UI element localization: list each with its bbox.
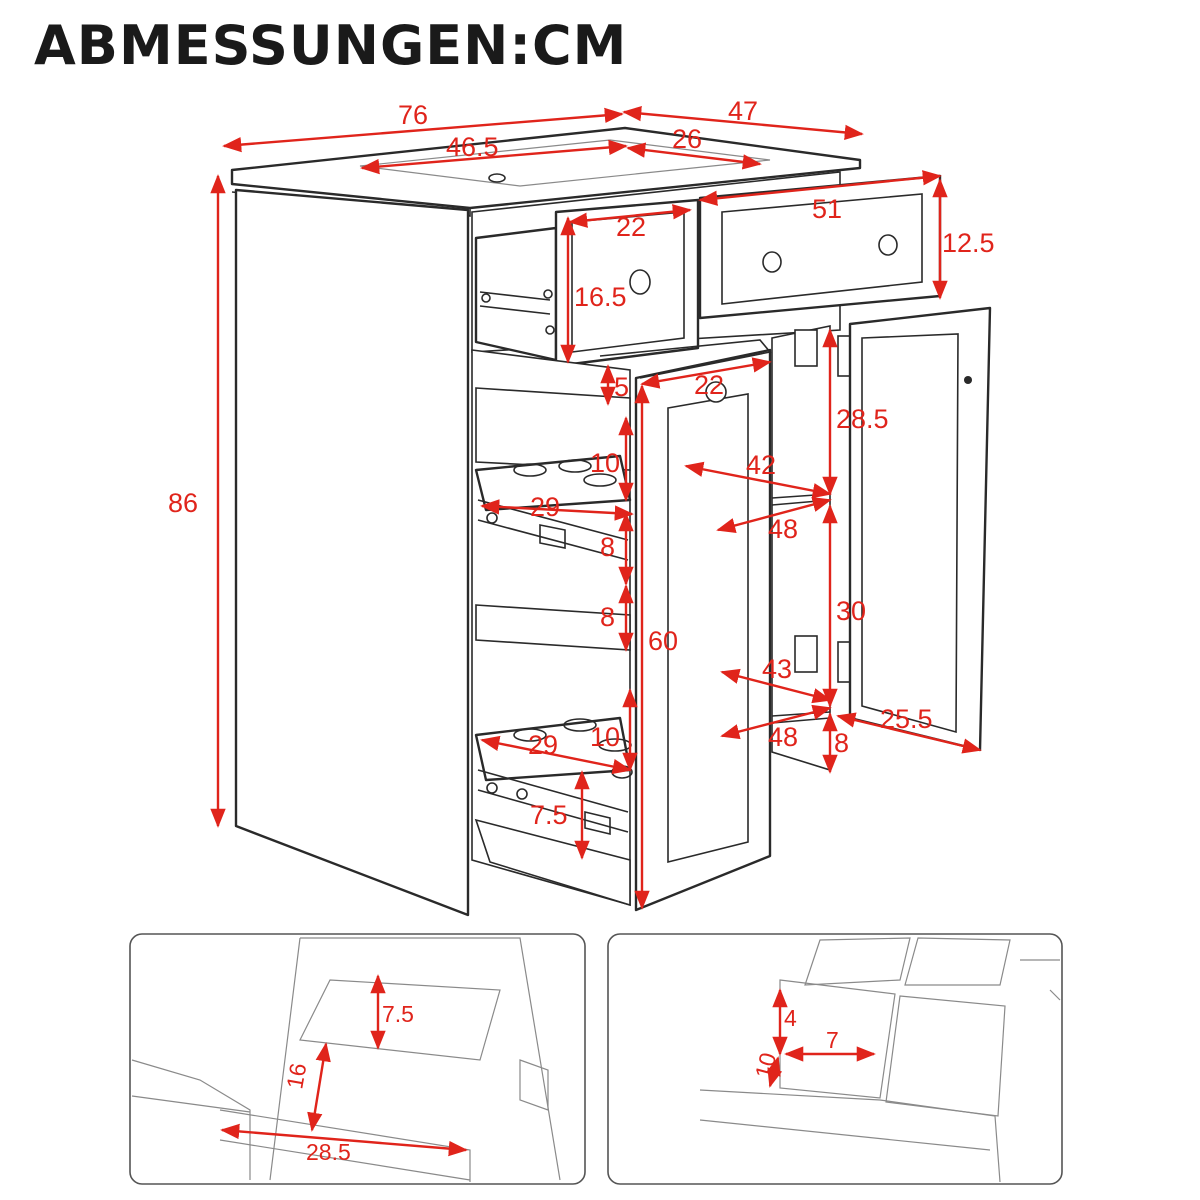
dim-right-door-width: 25.5 <box>880 704 933 734</box>
dim-lower-compartment-height: 30 <box>836 596 866 626</box>
dim-gap-top: 5 <box>614 372 629 402</box>
page-title: ABMESSUNGEN:CM <box>34 14 628 77</box>
dim-shelf-width-lower: 43 <box>762 654 792 684</box>
dim-tray-rim-lower: 10 <box>590 722 620 752</box>
hinge-lower-icon <box>794 635 818 673</box>
detail-left-drawer-depth: 7.5 <box>382 1001 414 1027</box>
dim-total-depth: 47 <box>728 96 758 126</box>
dim-plinth-height: 8 <box>834 728 849 758</box>
cabinet-interior <box>771 325 831 772</box>
dim-sink-depth: 26 <box>672 124 702 154</box>
right-door <box>848 306 992 752</box>
dim-bottom-gap: 7.5 <box>530 800 568 830</box>
dim-sink-width: 46.5 <box>446 132 499 162</box>
dim-tray-width-upper: 29 <box>530 492 560 522</box>
detail-right-divider-height: 4 <box>784 1005 797 1031</box>
right-door-knob-icon <box>964 376 972 384</box>
dim-large-drawer-width: 51 <box>812 194 842 224</box>
small-drawer-front <box>554 198 700 368</box>
dim-total-height: 86 <box>168 488 198 518</box>
cabinet-outline <box>230 126 992 917</box>
left-side-panel <box>234 188 470 917</box>
small-drawer-knob-icon <box>629 269 651 295</box>
dim-left-door-width: 22 <box>694 370 724 400</box>
dim-large-drawer-height: 12.5 <box>942 228 995 258</box>
dimension-lines: 76 47 46.5 26 86 22 16.5 51 12.5 5 22 60… <box>168 96 995 910</box>
dim-small-drawer-width: 22 <box>616 212 646 242</box>
dim-shelf-width-upper: 42 <box>746 450 776 480</box>
dim-shelf-depth-upper: 48 <box>768 514 798 544</box>
dim-tray-width-lower: 29 <box>528 730 558 760</box>
dim-total-width: 76 <box>398 100 428 130</box>
dim-shelf-depth-lower: 48 <box>768 722 798 752</box>
detail-right-compartment-width: 7 <box>826 1027 839 1053</box>
detail-left-drawer-length: 28.5 <box>306 1139 351 1165</box>
large-drawer-knob-left-icon <box>762 251 782 273</box>
detail-right-panel: 4 7 10 <box>607 933 1063 1185</box>
dim-slot-gap-1: 8 <box>600 532 615 562</box>
hinge-upper-icon <box>794 329 818 367</box>
dim-small-drawer-height: 16.5 <box>574 282 627 312</box>
dim-tray-rim-upper: 10 <box>590 448 620 478</box>
large-drawer-knob-right-icon <box>878 234 898 256</box>
detail-left-side-height: 16 <box>281 1061 311 1091</box>
detail-left-panel: 7.5 16 28.5 <box>129 933 586 1185</box>
dim-pullout-height: 60 <box>648 626 678 656</box>
dim-slot-gap-2: 8 <box>600 602 615 632</box>
dim-upper-compartment-height: 28.5 <box>836 404 889 434</box>
